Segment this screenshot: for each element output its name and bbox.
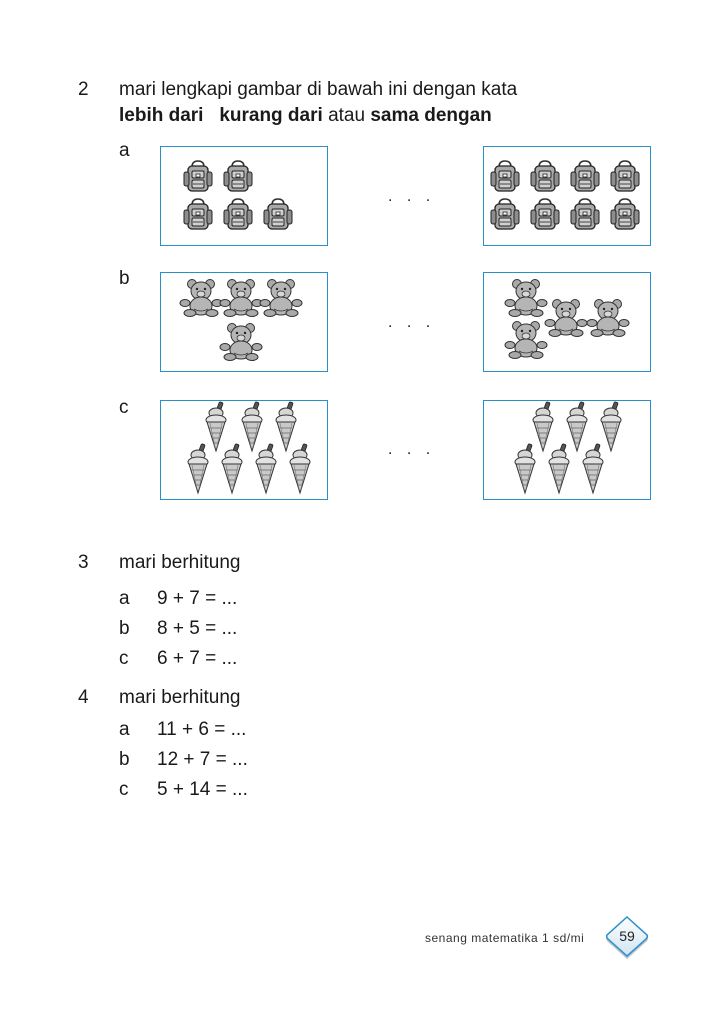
q3-item-b: b 8 + 5 = ... <box>119 618 237 640</box>
item-label: c <box>119 648 129 669</box>
q4-number: 4 <box>78 687 89 708</box>
item-expression: 6 + 7 = ... <box>157 648 238 669</box>
q2-row-c-label: c <box>119 397 129 418</box>
q2-instruction: mari lengkapi gambar di bawah ini dengan… <box>119 79 518 100</box>
option-kurang-dari: kurang dari <box>219 105 323 126</box>
book-title: senang matematika 1 sd/mi <box>425 931 585 945</box>
page-number-badge: 59 <box>604 915 650 961</box>
q4-item-b: b 12 + 7 = ... <box>119 749 248 771</box>
q4-item-c: c 5 + 14 = ... <box>119 779 248 801</box>
item-label: a <box>119 719 130 740</box>
q3-number: 3 <box>78 552 89 573</box>
item-label: c <box>119 779 129 800</box>
q3-title: mari berhitung <box>119 552 241 573</box>
q2-row-c-right-box <box>483 400 651 500</box>
q4-title: mari berhitung <box>119 687 241 708</box>
option-sama-dengan: sama dengan <box>370 105 492 126</box>
item-expression: 11 + 6 = ... <box>157 719 247 740</box>
item-expression: 9 + 7 = ... <box>157 588 238 609</box>
item-expression: 12 + 7 = ... <box>157 749 248 770</box>
page-number: 59 <box>619 928 635 944</box>
item-expression: 5 + 14 = ... <box>157 779 248 800</box>
item-label: b <box>119 749 130 770</box>
q3-item-a: a 9 + 7 = ... <box>119 588 237 610</box>
q2-word-options: lebih dari kurang dari atau sama dengan <box>119 105 492 127</box>
q2-number: 2 <box>78 79 89 100</box>
item-label: b <box>119 618 130 639</box>
option-connector: atau <box>328 105 366 126</box>
page-badge-shape <box>605 915 649 959</box>
option-lebih-dari: lebih dari <box>119 105 204 126</box>
item-expression: 8 + 5 = ... <box>157 618 238 639</box>
q2-row-b-label: b <box>119 268 130 289</box>
q2-row-a-right-box <box>483 146 651 246</box>
q2-row-a-label: a <box>119 140 130 161</box>
q4-item-a: a 11 + 6 = ... <box>119 719 246 741</box>
q2-row-b-right-box <box>483 272 651 372</box>
q2-row-b-left-box <box>160 272 328 372</box>
item-label: a <box>119 588 130 609</box>
q2-row-c-blank: . . . <box>388 441 436 458</box>
q2-row-a-blank: . . . <box>388 188 436 205</box>
q3-item-c: c 6 + 7 = ... <box>119 648 237 670</box>
q2-row-c-left-box <box>160 400 328 500</box>
q2-row-a-left-box <box>160 146 328 246</box>
q2-row-b-blank: . . . <box>388 314 436 331</box>
